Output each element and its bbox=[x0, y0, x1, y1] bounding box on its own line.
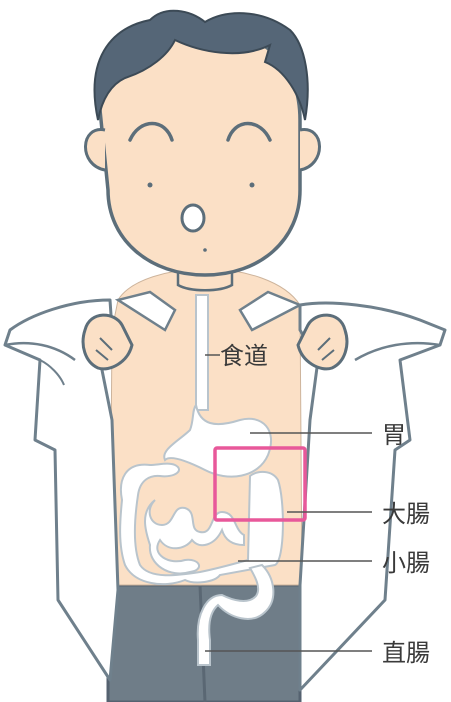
label-stomach: 胃 bbox=[382, 421, 406, 449]
highlight-box bbox=[213, 446, 307, 522]
label-rectum: 直腸 bbox=[382, 639, 430, 667]
left-hand bbox=[81, 313, 134, 371]
rectum bbox=[196, 563, 275, 666]
label-large-intestine: 大腸 bbox=[382, 500, 430, 528]
head bbox=[84, 9, 321, 277]
stomach bbox=[163, 402, 273, 478]
large-intestine bbox=[119, 462, 284, 586]
label-esophagus: 食道 bbox=[220, 342, 268, 370]
right-hand bbox=[296, 313, 349, 371]
esophagus bbox=[195, 294, 209, 411]
coat-right bbox=[298, 301, 447, 692]
label-small-intestine: 小腸 bbox=[382, 549, 430, 577]
coat-left bbox=[3, 298, 120, 682]
leader-lines bbox=[205, 354, 372, 652]
hair bbox=[93, 9, 309, 121]
